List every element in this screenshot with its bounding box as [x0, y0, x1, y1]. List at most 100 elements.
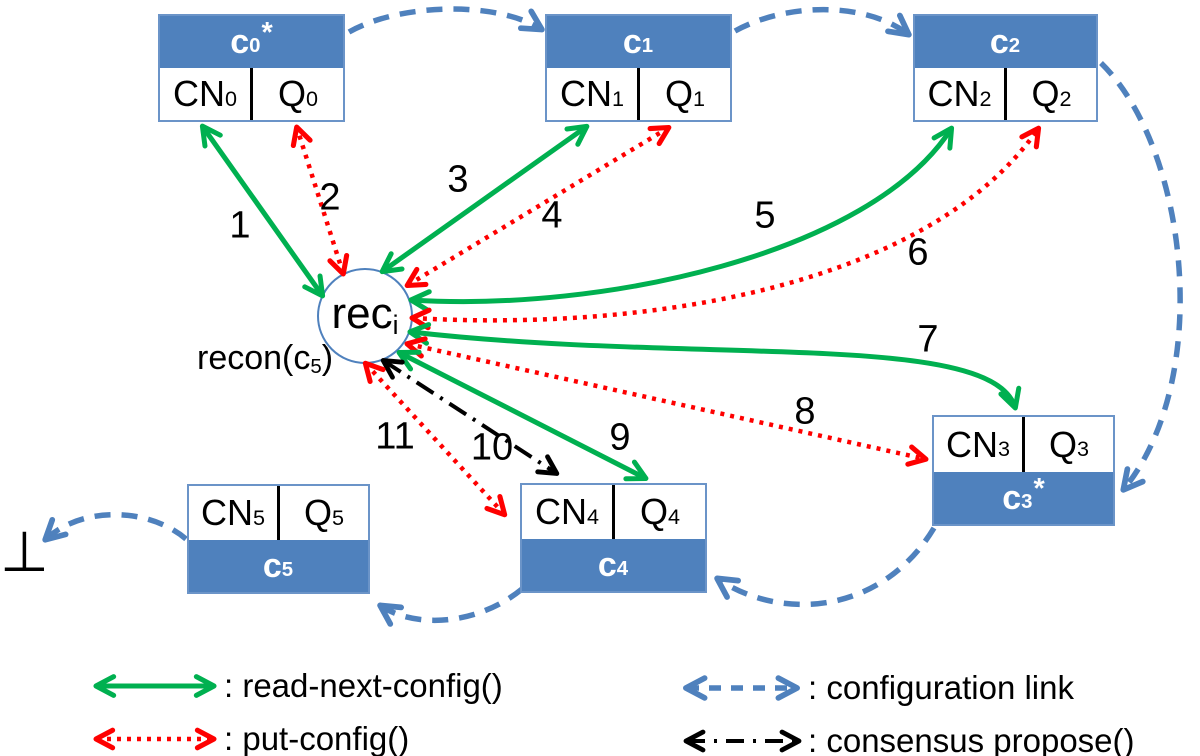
cn-label: CN	[534, 491, 587, 532]
cn-label: CN	[200, 492, 253, 533]
arrow-5-read-next-config-c2	[408, 125, 955, 313]
cn-label-sub: 4	[586, 503, 599, 529]
config-name: c	[597, 545, 617, 584]
config-star: *	[261, 17, 273, 50]
arrow-11-put-config-c4	[362, 360, 508, 518]
recon-node-label: reci	[331, 289, 399, 340]
config-name-sub: 4	[616, 557, 629, 580]
config-name: c	[989, 22, 1009, 61]
q-label-sub: 2	[1059, 85, 1072, 111]
cn-label: CN	[559, 73, 612, 114]
cn-label: CN	[172, 73, 225, 114]
q-label: Q	[664, 73, 693, 114]
cn-label-sub: 0	[224, 85, 237, 111]
q-label-sub: 5	[332, 504, 345, 530]
config-name-sub: 2	[1008, 34, 1021, 57]
arrow-label-7: 7	[917, 318, 939, 361]
legend-read-next-config-label: : read-next-config()	[224, 667, 503, 704]
arrow-8-put-config-c3	[404, 336, 929, 467]
arrow-label-3: 3	[447, 158, 469, 201]
config-name-sub: 5	[281, 558, 294, 581]
cn-label: CN	[927, 73, 980, 114]
q-label: Q	[639, 491, 668, 532]
q-label: Q	[277, 73, 306, 114]
q-label-sub: 0	[306, 85, 319, 111]
arrow-label-4: 4	[541, 194, 563, 237]
arrow-10-consensus-propose-c4	[380, 358, 560, 476]
config-name-sub: 0	[249, 34, 261, 57]
config-link-c1-c2	[733, 6, 912, 38]
recon-annotation-pre: recon(c	[197, 339, 311, 377]
cn-label-sub: 1	[611, 85, 624, 111]
recon-annotation-post: )	[321, 339, 334, 377]
cn-label: CN	[945, 423, 998, 465]
config-name-sub: 1	[641, 34, 654, 57]
legend-consensus-propose-label: : consensus propose()	[808, 722, 1135, 756]
arrow-label-9: 9	[609, 416, 631, 459]
arrow-6-put-config-c2	[409, 125, 1042, 331]
cn-label-sub: 2	[979, 85, 992, 111]
config-name: c	[230, 22, 250, 61]
cn-label-sub: 3	[997, 436, 1010, 462]
config-name: c	[262, 546, 282, 585]
legend-configuration-link-label: : configuration link	[808, 669, 1074, 706]
arrow-9-read-next-config-c4	[396, 349, 649, 482]
q-label: Q	[1031, 73, 1060, 114]
arrow-4-put-config-c1	[404, 124, 672, 289]
arrow-label-6: 6	[907, 231, 929, 274]
recon-annotation: recon(c5)	[197, 339, 333, 378]
config-name-sub: 3	[1021, 490, 1033, 513]
config-name: c	[1002, 478, 1022, 517]
q-label-sub: 3	[1077, 436, 1090, 462]
arrow-label-5: 5	[754, 194, 776, 237]
legend-put-config-label: : put-config()	[224, 720, 410, 756]
config-link-c3-c4	[714, 526, 937, 608]
config-link-c5-bottom	[42, 511, 188, 543]
recon-annotation-sub: 5	[310, 356, 322, 379]
arrow-label-1: 1	[229, 204, 251, 247]
rec-label-sub: i	[392, 309, 399, 340]
config-link-c0-c1	[347, 6, 545, 35]
config-star: *	[1033, 473, 1045, 506]
config-link-c4-c5	[377, 586, 524, 627]
q-label-sub: 4	[668, 503, 681, 529]
cn-label-sub: 5	[252, 504, 265, 530]
arrow-label-11: 11	[375, 415, 415, 458]
arrow-label-8: 8	[794, 390, 816, 433]
config-link-c2-c3	[1099, 61, 1183, 493]
arrow-label-10: 10	[470, 426, 514, 469]
rec-label: rec	[331, 289, 393, 338]
bottom-symbol: ⊥	[0, 520, 49, 583]
q-label-sub: 1	[693, 85, 706, 111]
